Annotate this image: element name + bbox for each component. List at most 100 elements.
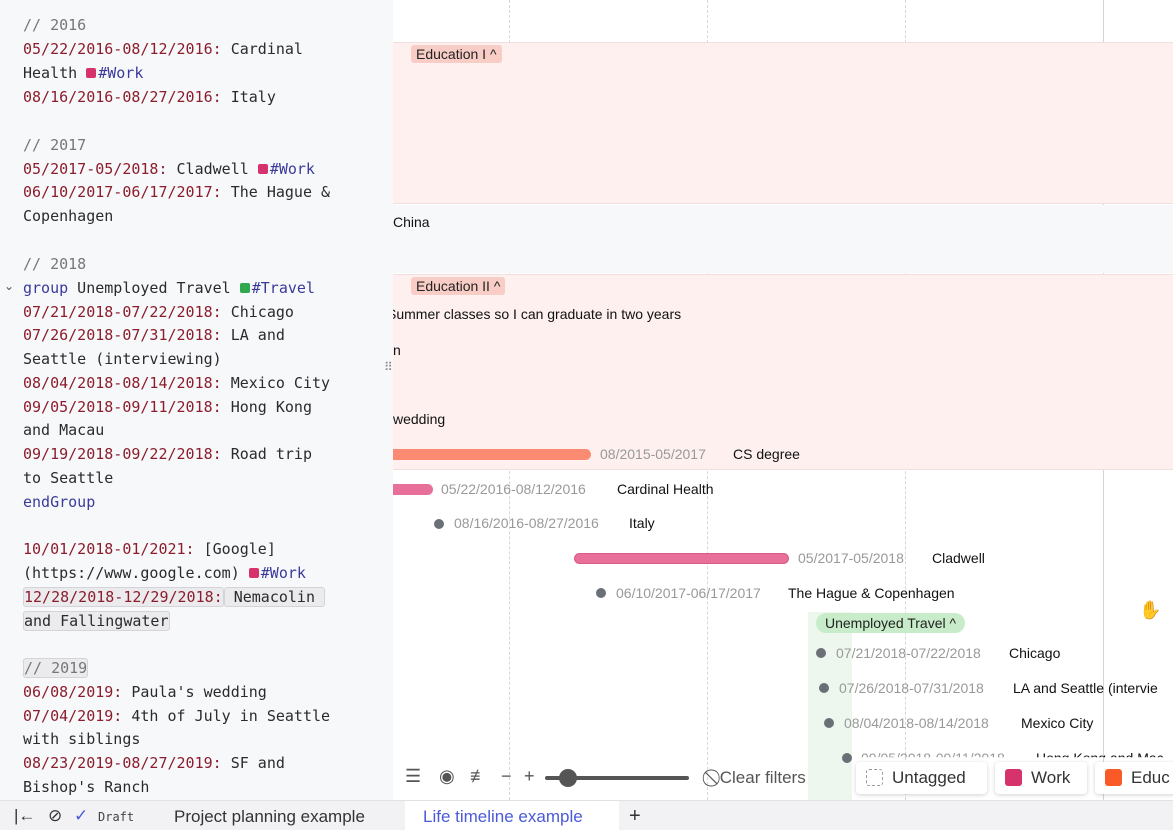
event-label-partial: n xyxy=(393,342,401,358)
group-label-education-2[interactable]: Education II ^ xyxy=(411,277,506,295)
editor-line[interactable]: 06/08/2019: Paula's wedding xyxy=(23,680,267,704)
editor-text: Cladwell xyxy=(167,160,258,178)
tab-project-planning[interactable]: Project planning example xyxy=(174,807,365,826)
editor-comment: // 2018 xyxy=(23,255,87,273)
editor-line[interactable]: // 2018 xyxy=(23,252,86,276)
editor-line[interactable]: 09/19/2018-09/22/2018: Road trip xyxy=(23,442,312,466)
event-bar-cladwell[interactable] xyxy=(574,553,789,564)
tag-filter-untagged[interactable]: Untagged xyxy=(856,762,987,794)
filter-list-icon[interactable]: ☰ xyxy=(405,766,422,786)
editor-line[interactable]: // 2019 xyxy=(23,656,89,680)
editor-line[interactable]: 08/16/2016-08/27/2016: Italy xyxy=(23,85,276,109)
fold-chevron-icon[interactable]: ⌄ xyxy=(4,279,15,293)
tag-swatch xyxy=(1005,769,1022,786)
editor-line[interactable]: endGroup xyxy=(23,490,95,514)
editor-line[interactable]: 05/2017-05/2018: Cladwell #Work xyxy=(23,157,315,181)
event-title[interactable]: Italy xyxy=(629,515,655,531)
editor-date: 09/19/2018-09/22/2018: xyxy=(23,445,222,463)
editor-text: 4th of July in Seattle xyxy=(122,707,331,725)
event-date: 06/10/2017-06/17/2017 xyxy=(616,585,761,601)
editor-line[interactable]: 06/10/2017-06/17/2017: The Hague & xyxy=(23,180,330,204)
editor-date: 05/22/2016-08/12/2016: xyxy=(23,40,222,58)
editor-line[interactable]: 10/01/2018-01/2021: [Google] xyxy=(23,537,276,561)
collapse-sidebar-icon[interactable]: |← xyxy=(14,806,36,825)
event-dot[interactable] xyxy=(842,753,852,763)
tab-life-timeline[interactable]: Life timeline example xyxy=(423,807,583,826)
tag-filter-work[interactable]: Work xyxy=(995,762,1087,794)
editor-line[interactable]: 08/23/2019-08/27/2019: SF and xyxy=(23,751,285,775)
event-title[interactable]: CS degree xyxy=(733,446,800,462)
editor-line[interactable]: 09/05/2018-09/11/2018: Hong Kong xyxy=(23,395,312,419)
editor-line[interactable]: Bishop's Ranch xyxy=(23,775,149,799)
editor-date: 07/21/2018-07/22/2018: xyxy=(23,303,222,321)
group-label-unemployed-travel[interactable]: Unemployed Travel ^ xyxy=(816,613,966,633)
timeline-pane[interactable]: Education I ^ China Education II ^ Summe… xyxy=(393,0,1173,800)
event-title[interactable]: Cladwell xyxy=(932,550,985,566)
event-dot[interactable] xyxy=(824,718,834,728)
editor-line[interactable]: 05/22/2016-08/12/2016: Cardinal xyxy=(23,37,303,61)
event-title[interactable]: Cardinal Health xyxy=(617,481,714,497)
target-icon[interactable]: ◉ xyxy=(439,766,455,786)
tag-swatch xyxy=(1105,769,1122,786)
pane-resize-handle[interactable]: ⠿ xyxy=(384,360,393,374)
editor-line[interactable]: // 2016 xyxy=(23,13,86,37)
event-title[interactable]: Mexico City xyxy=(1021,715,1094,731)
editor-date: 08/16/2016-08/27/2016: xyxy=(23,88,222,106)
editor-tag: #Work xyxy=(260,564,306,582)
zoom-slider-handle[interactable] xyxy=(559,769,577,787)
event-dot[interactable] xyxy=(434,519,444,529)
editor-line[interactable]: (https://www.google.com) #Work xyxy=(23,561,306,585)
event-title[interactable]: Chicago xyxy=(1009,645,1061,661)
event-title[interactable]: LA and Seattle (intervie xyxy=(1013,680,1158,696)
editor-date: 06/08/2019: xyxy=(23,683,123,701)
editor-line[interactable]: // 2017 xyxy=(23,133,86,157)
event-bar-cardinal-health[interactable] xyxy=(393,484,433,495)
editor-text: Health xyxy=(23,64,87,82)
event-date: 05/22/2016-08/12/2016 xyxy=(441,481,586,497)
editor-line[interactable]: 07/26/2018-07/31/2018: LA and xyxy=(23,323,285,347)
editor-line[interactable]: 12/28/2018-12/29/2018: Nemacolin xyxy=(23,585,326,609)
zoom-in-icon[interactable]: + xyxy=(524,766,535,786)
event-dot[interactable] xyxy=(596,588,606,598)
event-label-wedding: wedding xyxy=(393,411,446,427)
editor-line[interactable]: and Fallingwater xyxy=(23,609,170,633)
add-tab-button[interactable]: + xyxy=(629,805,641,827)
editor-date: 08/23/2019-08/27/2019: xyxy=(23,754,222,772)
editor-line[interactable]: Seattle (interviewing) xyxy=(23,347,222,371)
editor-line[interactable]: Copenhagen xyxy=(23,204,113,228)
group-band-education-1 xyxy=(393,42,1173,204)
editor-line[interactable]: to Seattle xyxy=(23,466,113,490)
editor-tag: #Work xyxy=(98,64,144,82)
editor-line[interactable]: 07/21/2018-07/22/2018: Chicago xyxy=(23,300,294,324)
clear-filters-button[interactable]: ⃠ Clear filters xyxy=(719,768,806,787)
event-bar-cs-degree[interactable] xyxy=(393,449,591,460)
event-dot[interactable] xyxy=(816,648,826,658)
event-date: 07/26/2018-07/31/2018 xyxy=(839,680,984,696)
hand-cursor-icon: ✋ xyxy=(1139,600,1162,620)
zoom-out-icon[interactable]: − xyxy=(501,766,512,786)
editor-text: Mexico City xyxy=(221,374,331,392)
eye-off-icon[interactable]: ⊘ xyxy=(48,806,63,825)
event-dot[interactable] xyxy=(819,683,829,693)
group-label-education-1[interactable]: Education I ^ xyxy=(411,45,502,63)
editor-line[interactable]: 08/04/2018-08/14/2018: Mexico City xyxy=(23,371,330,395)
editor-text: LA and xyxy=(221,326,285,344)
event-date: 09/05/2018-09/11/2018 xyxy=(861,750,1005,766)
event-title[interactable]: Hong Kong and Mac xyxy=(1036,750,1164,766)
editor-line[interactable]: 07/04/2019: 4th of July in Seattle xyxy=(23,704,330,728)
align-icon[interactable]: ≢ xyxy=(470,766,488,786)
editor-text: to Seattle xyxy=(23,469,114,487)
editor-text: Road trip xyxy=(221,445,312,463)
event-label-china: China xyxy=(393,214,430,230)
editor-line[interactable]: Health #Work xyxy=(23,61,143,85)
tag-filter-education[interactable]: Educ xyxy=(1095,762,1173,794)
editor-date: 12/28/2018-12/29/2018: xyxy=(23,587,224,607)
zoom-slider[interactable] xyxy=(545,776,689,780)
editor-line[interactable]: with siblings xyxy=(23,727,140,751)
event-date: 08/2015-05/2017 xyxy=(600,446,706,462)
editor-line[interactable]: and Macau xyxy=(23,418,104,442)
tag-color-swatch xyxy=(248,568,259,578)
event-title[interactable]: The Hague & Copenhagen xyxy=(788,585,955,601)
editor-line[interactable]: group Unemployed Travel #Travel xyxy=(23,276,315,300)
